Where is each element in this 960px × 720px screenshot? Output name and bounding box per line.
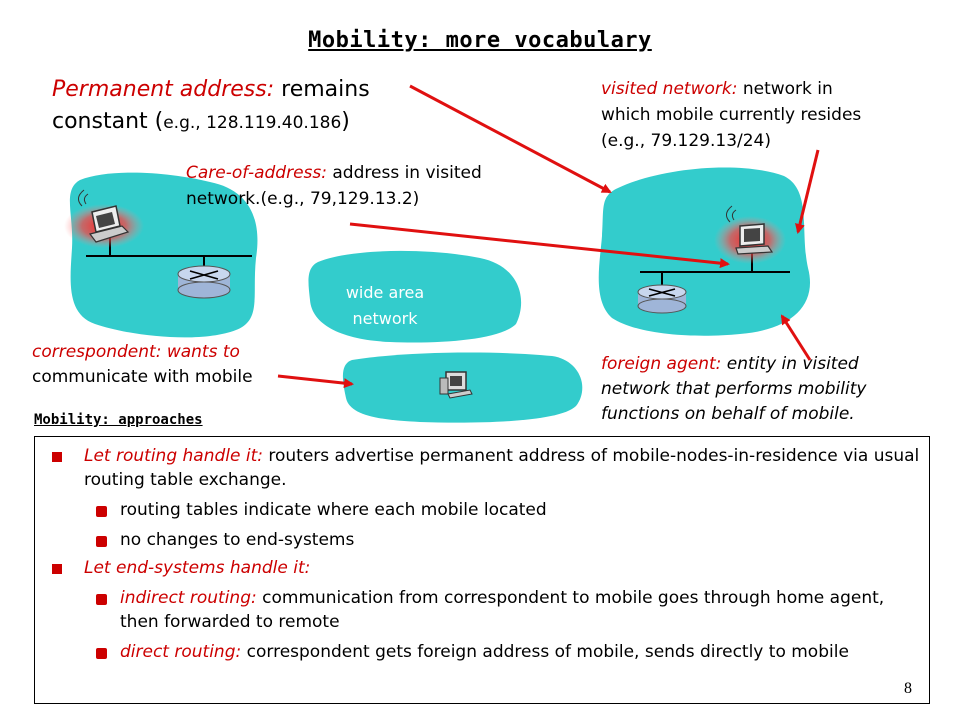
correspondent-line1: wants to bbox=[161, 342, 240, 362]
arrow-care-of-address bbox=[349, 222, 730, 269]
visited-network-line2: which mobile currently resides bbox=[601, 105, 862, 125]
bullet-m-icon bbox=[96, 506, 107, 517]
foreign-agent-line2: network that performs mobility bbox=[601, 379, 867, 399]
router-icon bbox=[177, 265, 231, 299]
list-item: direct routing: correspondent gets forei… bbox=[44, 640, 924, 664]
page-number: 8 bbox=[904, 680, 912, 697]
list-item: Let end-systems handle it: bbox=[44, 556, 924, 580]
bullet-square-icon bbox=[52, 564, 62, 574]
care-of-address-label: Care-of-address: address in visited netw… bbox=[186, 160, 482, 212]
bullet-text: routing tables indicate where each mobil… bbox=[120, 500, 547, 520]
permanent-address-label: Permanent address: remains constant (e.g… bbox=[52, 74, 370, 139]
list-item: no changes to end-systems bbox=[44, 528, 924, 552]
permanent-address-term: Permanent address: bbox=[52, 77, 275, 102]
permanent-address-text: remains bbox=[274, 77, 370, 102]
permanent-address-close: ) bbox=[341, 109, 350, 134]
approaches-box bbox=[34, 436, 930, 704]
laptop-icon bbox=[64, 189, 144, 248]
correspondent-term: correspondent: bbox=[32, 342, 162, 362]
approaches-list: Let routing handle it: routers advertise… bbox=[44, 440, 924, 664]
laptop-icon bbox=[714, 205, 786, 264]
correspondent-line2: communicate with mobile bbox=[32, 367, 253, 387]
bullet-lead: Let end-systems handle it: bbox=[84, 558, 311, 578]
foreign-agent-term: foreign agent: bbox=[601, 354, 722, 374]
bullet-text: communication from correspondent to mobi… bbox=[120, 588, 885, 632]
router-icon bbox=[637, 284, 687, 314]
bullet-lead: Let routing handle it: bbox=[84, 446, 263, 466]
wan-label-line2: network bbox=[352, 309, 418, 328]
care-of-address-line2: network.(e.g., 79,129.13.2) bbox=[186, 189, 420, 209]
workstation-icon bbox=[439, 371, 473, 399]
bullet-m-icon bbox=[96, 648, 107, 659]
care-of-address-line1: address in visited bbox=[326, 163, 482, 183]
wan-label: wide area network bbox=[330, 280, 440, 332]
visited-network-line1: network in bbox=[737, 79, 833, 99]
bullet-text: routers advertise permanent address of m… bbox=[84, 446, 920, 490]
wan-label-line1: wide area bbox=[345, 283, 425, 302]
bullet-text: correspondent gets foreign address of mo… bbox=[241, 642, 849, 662]
permanent-address-text2: constant ( bbox=[52, 109, 164, 134]
correspondent-label: correspondent: wants to communicate with… bbox=[32, 340, 253, 390]
approaches-heading: Mobility: approaches bbox=[34, 412, 203, 428]
arrow-permanent-address bbox=[409, 84, 612, 194]
visited-network-line3: (e.g., 79.129.13/24) bbox=[601, 131, 772, 151]
permanent-address-example: e.g., 128.119.40.186 bbox=[163, 113, 342, 133]
page-title: Mobility: more vocabulary bbox=[308, 28, 652, 53]
foreign-agent-line1: entity in visited bbox=[721, 354, 859, 374]
bullet-square-icon bbox=[52, 452, 62, 462]
visited-network-label: visited network: network in which mobile… bbox=[601, 76, 861, 154]
bullet-text: no changes to end-systems bbox=[120, 530, 355, 550]
bullet-m-icon bbox=[96, 536, 107, 547]
bullet-m-icon bbox=[96, 594, 107, 605]
wan-blob bbox=[308, 250, 522, 343]
arrow-correspondent bbox=[277, 374, 354, 389]
list-item: routing tables indicate where each mobil… bbox=[44, 498, 924, 522]
bullet-lead: indirect routing: bbox=[120, 588, 257, 608]
visited-network-term: visited network: bbox=[601, 79, 738, 99]
arrow-foreign-agent bbox=[780, 314, 812, 361]
foreign-agent-label: foreign agent: entity in visited network… bbox=[601, 352, 866, 427]
bullet-lead: direct routing: bbox=[120, 642, 242, 662]
foreign-agent-line3: functions on behalf of mobile. bbox=[601, 404, 855, 424]
list-item: Let routing handle it: routers advertise… bbox=[44, 444, 924, 492]
care-of-address-term: Care-of-address: bbox=[186, 163, 327, 183]
arrow-visited-network bbox=[795, 149, 820, 234]
list-item: indirect routing: communication from cor… bbox=[44, 586, 924, 634]
